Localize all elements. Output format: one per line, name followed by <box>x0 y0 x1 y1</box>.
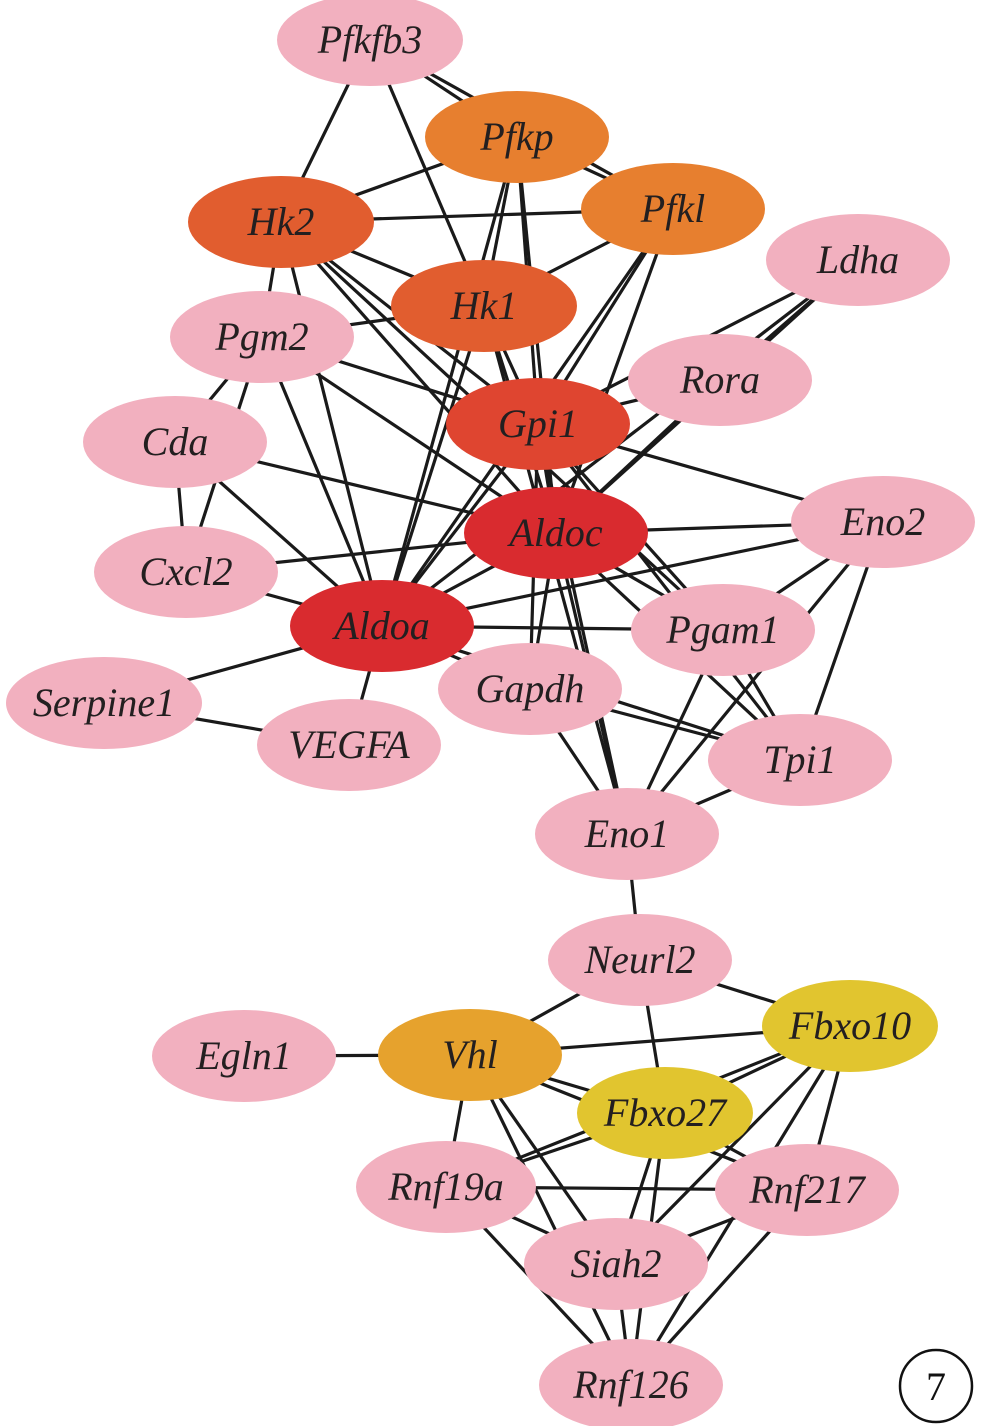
node-ellipse[interactable] <box>631 584 815 676</box>
node-ellipse[interactable] <box>791 476 975 568</box>
node-label: Vhl <box>442 1032 498 1077</box>
node-pfkp[interactable]: Pfkp <box>425 91 609 183</box>
node-egln1[interactable]: Egln1 <box>152 1010 336 1102</box>
node-aldoa[interactable]: Aldoa <box>290 580 474 672</box>
node-label: VEGFA <box>288 722 410 767</box>
node-label: Serpine1 <box>33 680 175 725</box>
node-ellipse[interactable] <box>628 334 812 426</box>
edge-hk2-aldoa <box>279 221 384 627</box>
node-ellipse[interactable] <box>83 396 267 488</box>
node-label: Egln1 <box>195 1033 292 1078</box>
node-ldha[interactable]: Ldha <box>766 214 950 306</box>
node-ellipse[interactable] <box>524 1218 708 1310</box>
node-ellipse[interactable] <box>94 526 278 618</box>
node-rnf126[interactable]: Rnf126 <box>539 1339 723 1426</box>
node-gpi1[interactable]: Gpi1 <box>446 378 630 470</box>
node-label: Pfkp <box>479 114 553 159</box>
node-label: Pfkfb3 <box>317 17 422 62</box>
node-label: Cda <box>142 419 209 464</box>
node-serpine1[interactable]: Serpine1 <box>6 657 202 749</box>
node-label: Rnf217 <box>748 1167 867 1212</box>
node-label: Rora <box>679 357 760 402</box>
node-ellipse[interactable] <box>535 788 719 880</box>
node-label: Cxcl2 <box>139 549 232 594</box>
panel-badge-circle <box>898 1348 974 1424</box>
node-ellipse[interactable] <box>6 657 202 749</box>
node-label: Eno1 <box>584 811 669 856</box>
edge-vhl-rnf126 <box>468 1054 633 1386</box>
node-ellipse[interactable] <box>188 176 374 268</box>
node-ellipse[interactable] <box>356 1141 536 1233</box>
node-ellipse[interactable] <box>152 1010 336 1102</box>
node-label: Fbxo27 <box>603 1090 728 1135</box>
node-label: Eno2 <box>840 499 925 544</box>
node-tpi1[interactable]: Tpi1 <box>708 714 892 806</box>
node-label: Pgm2 <box>214 314 308 359</box>
node-label: Fbxo10 <box>788 1003 911 1048</box>
node-ellipse[interactable] <box>290 580 474 672</box>
node-ellipse[interactable] <box>715 1144 899 1236</box>
node-ellipse[interactable] <box>762 980 938 1072</box>
node-pgam1[interactable]: Pgam1 <box>631 584 815 676</box>
node-ellipse[interactable] <box>378 1009 562 1101</box>
node-label: Pfkl <box>640 186 705 231</box>
node-ellipse[interactable] <box>438 643 622 735</box>
node-label: Aldoa <box>331 603 430 648</box>
node-ellipse[interactable] <box>446 378 630 470</box>
node-label: Aldoc <box>506 510 603 555</box>
node-ellipse[interactable] <box>577 1067 753 1159</box>
node-hk2[interactable]: Hk2 <box>188 176 374 268</box>
node-ellipse[interactable] <box>391 260 577 352</box>
node-ellipse[interactable] <box>766 214 950 306</box>
node-fbxo10[interactable]: Fbxo10 <box>762 980 938 1072</box>
node-label: Tpi1 <box>763 737 836 782</box>
node-label: Hk2 <box>247 199 315 244</box>
node-vhl[interactable]: Vhl <box>378 1009 562 1101</box>
node-ellipse[interactable] <box>257 699 441 791</box>
node-pfkl[interactable]: Pfkl <box>581 163 765 255</box>
node-ellipse[interactable] <box>277 0 463 86</box>
node-eno2[interactable]: Eno2 <box>791 476 975 568</box>
node-label: Hk1 <box>450 283 518 328</box>
node-ellipse[interactable] <box>548 914 732 1006</box>
edge-pgm2-aldoa <box>260 336 384 627</box>
node-gapdh[interactable]: Gapdh <box>438 643 622 735</box>
edge-hk1-aldoa <box>380 305 486 627</box>
panel-badge-label: 7 <box>926 1364 946 1409</box>
node-pfkfb3[interactable]: Pfkfb3 <box>277 0 463 86</box>
node-hk1[interactable]: Hk1 <box>391 260 577 352</box>
node-ellipse[interactable] <box>581 163 765 255</box>
node-label: Rnf126 <box>572 1362 689 1407</box>
node-rnf217[interactable]: Rnf217 <box>715 1144 899 1236</box>
edge-eno2-eno1 <box>625 520 885 836</box>
edge-hk2-aldoc <box>279 220 558 535</box>
node-neurl2[interactable]: Neurl2 <box>548 914 732 1006</box>
node-cxcl2[interactable]: Cxcl2 <box>94 526 278 618</box>
node-label: Siah2 <box>570 1241 661 1286</box>
node-label: Neurl2 <box>583 937 695 982</box>
node-label: Ldha <box>816 237 899 282</box>
node-ellipse[interactable] <box>464 487 648 579</box>
node-label: Gapdh <box>476 666 585 711</box>
node-cda[interactable]: Cda <box>83 396 267 488</box>
node-pgm2[interactable]: Pgm2 <box>170 291 354 383</box>
panel-badge: 7 <box>898 1348 974 1424</box>
node-vegfa[interactable]: VEGFA <box>257 699 441 791</box>
node-siah2[interactable]: Siah2 <box>524 1218 708 1310</box>
edge-gpi1-tpi1 <box>536 423 802 761</box>
node-ellipse[interactable] <box>425 91 609 183</box>
node-aldoc[interactable]: Aldoc <box>464 487 648 579</box>
node-rnf19a[interactable]: Rnf19a <box>356 1141 536 1233</box>
node-eno1[interactable]: Eno1 <box>535 788 719 880</box>
node-label: Rnf19a <box>387 1164 504 1209</box>
node-rora[interactable]: Rora <box>628 334 812 426</box>
node-label: Gpi1 <box>498 401 578 446</box>
node-label: Pgam1 <box>665 607 779 652</box>
node-fbxo27[interactable]: Fbxo27 <box>577 1067 753 1159</box>
node-ellipse[interactable] <box>539 1339 723 1426</box>
node-ellipse[interactable] <box>708 714 892 806</box>
node-ellipse[interactable] <box>170 291 354 383</box>
edge-pfkp-aldoa <box>380 136 519 627</box>
